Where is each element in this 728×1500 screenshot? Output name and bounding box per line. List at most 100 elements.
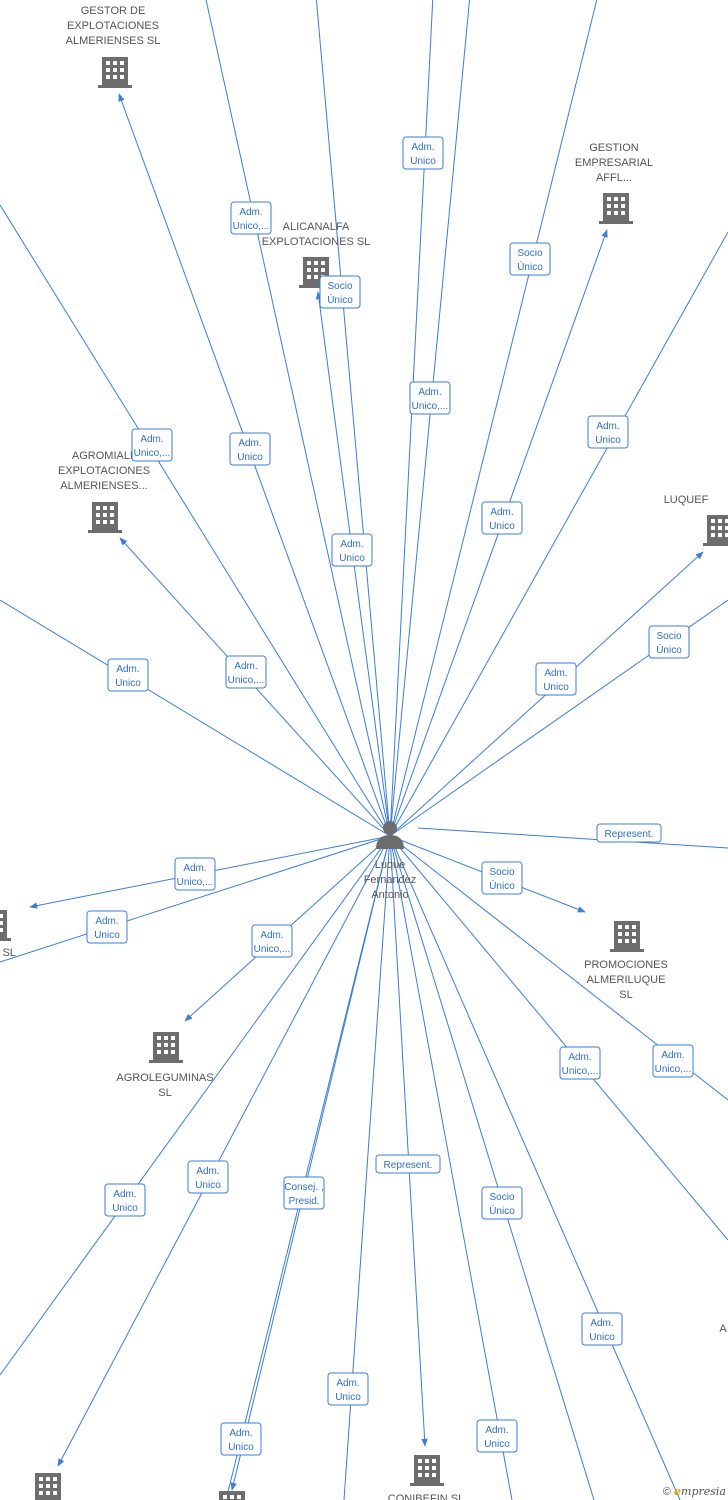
- edge-label-box: [481, 501, 523, 535]
- company-node-conibefin[interactable]: CONIBEFIN SL: [388, 1455, 464, 1500]
- edge-label-box: [283, 1176, 325, 1210]
- edge-label-text: Adm.: [113, 1189, 136, 1200]
- edge-label-e29[interactable]: Adm.Unico: [220, 1422, 262, 1456]
- edge-label-text: Adm.: [661, 1050, 684, 1061]
- edge-label-e20[interactable]: Adm.Unico,...: [559, 1046, 601, 1080]
- building-icon: [410, 1455, 444, 1486]
- edge-label-e23[interactable]: Adm.Unico: [104, 1183, 146, 1217]
- relation-edge: [0, 599, 391, 837]
- building-icon: [610, 921, 644, 952]
- person-label-line: Luque: [375, 859, 406, 871]
- edge-label-e28[interactable]: Adm. Unico: [327, 1372, 369, 1406]
- company-label-line: SL: [619, 989, 632, 1001]
- edge-label-e21[interactable]: Adm. Unico,...: [652, 1044, 694, 1078]
- edge-label-e25[interactable]: Represent.: [375, 1154, 441, 1174]
- relation-edge: [205, 0, 391, 837]
- relation-edge: [389, 0, 471, 837]
- company-node-er-sl[interactable]: ER SL: [0, 910, 16, 959]
- edge-label-e15[interactable]: Represent.: [596, 823, 662, 843]
- edge-label-text: Unico: [115, 678, 141, 689]
- building-icon: [0, 910, 11, 941]
- edge-label-text: Adm.: [590, 1318, 613, 1329]
- building-icon: [98, 57, 132, 88]
- edge-label-box: [225, 655, 267, 689]
- company-label-line: ALMERIENSES...: [60, 480, 147, 492]
- footer-credit: © empresia: [663, 1485, 726, 1498]
- company-node-luquef[interactable]: LUQUEF: [664, 494, 728, 546]
- relation-edge: [0, 835, 391, 963]
- company-node-gestion[interactable]: GESTIONEMPRESARIALAFFL...: [575, 142, 653, 224]
- edge-label-text: Único: [489, 879, 515, 892]
- edge-label-text: Adm.: [568, 1052, 591, 1063]
- edge-label-e16[interactable]: Adm.Unico,...: [174, 857, 216, 891]
- edge-label-e9[interactable]: Adm.Unico: [229, 432, 271, 466]
- edge-label-box: [509, 242, 551, 276]
- edge-label-text: Unico,...: [228, 675, 265, 686]
- edge-label-box: [319, 275, 361, 309]
- company-label-line: AFFL...: [596, 172, 632, 184]
- building-icon: [703, 515, 728, 546]
- edge-label-e2[interactable]: Adm.Unico,...: [230, 201, 272, 235]
- edge-label-e18[interactable]: Adm.Unico: [86, 910, 128, 944]
- edge-label-text: Adm.: [485, 1425, 508, 1436]
- edge-label-box: [230, 201, 272, 235]
- company-label-line: ALMERILUQUE: [587, 974, 666, 986]
- edge-label-box: [375, 1154, 441, 1174]
- edge-label-text: Socio: [656, 631, 681, 642]
- edge-label-e8[interactable]: Adm.Unico: [587, 415, 629, 449]
- edge-label-e30[interactable]: Adm.Unico: [476, 1419, 518, 1453]
- company-label-line: PROMOCIONES: [584, 959, 668, 971]
- company-node-right-a[interactable]: A: [719, 1285, 728, 1335]
- edge-label-text: Adm.: [336, 1378, 359, 1389]
- empresia-logo[interactable]: empresia: [674, 1485, 726, 1498]
- edge-label-e27[interactable]: Adm. Unico: [581, 1312, 623, 1346]
- edge-label-e12[interactable]: Adm.Unico,...: [225, 655, 267, 689]
- relation-edge: [230, 835, 391, 1491]
- edge-label-e10[interactable]: Adm.Unico: [481, 501, 523, 535]
- edge-label-e22[interactable]: Adm.Unico: [187, 1160, 229, 1194]
- relation-edge: [389, 835, 728, 1241]
- edge-label-text: Consej. ,: [284, 1182, 323, 1193]
- company-label-line: ER SL: [0, 947, 16, 959]
- edge-label-text: Adm.: [239, 207, 262, 218]
- building-icon[interactable]: [31, 1473, 65, 1500]
- edge-label-box: [251, 924, 293, 958]
- company-node-promociones[interactable]: PROMOCIONES ALMERILUQUE SL: [584, 921, 668, 1001]
- edge-label-e24[interactable]: Consej. ,Presid.: [283, 1176, 325, 1210]
- edge-label-text: Adm.: [340, 539, 363, 550]
- edge-label-text: Unico,...: [655, 1064, 692, 1075]
- edge-label-text: Adm.: [116, 664, 139, 675]
- building-icon[interactable]: [215, 1491, 249, 1500]
- edge-label-text: Unico: [335, 1392, 361, 1403]
- edge-label-e5[interactable]: Adm.Unico,...: [409, 381, 451, 415]
- company-label-line: EXPLOTACIONES SL: [262, 236, 371, 248]
- edge-label-text: Único: [656, 643, 682, 656]
- edge-label-e1[interactable]: Adm. Unico: [107, 658, 149, 692]
- edge-label-e7[interactable]: Adm.Unico: [402, 136, 444, 170]
- edge-label-text: Adm.: [229, 1428, 252, 1439]
- building-icon: [599, 193, 633, 224]
- company-label-line: GESTION: [589, 142, 639, 154]
- edge-label-e14[interactable]: Adm.Unico: [535, 662, 577, 696]
- company-node-agromiall[interactable]: AGROMIALLEXPLOTACIONESALMERIENSES...: [58, 450, 150, 533]
- building-icon: [149, 1032, 183, 1063]
- edge-label-e19[interactable]: Adm.Unico,...: [251, 924, 293, 958]
- relation-edge: [225, 835, 391, 1500]
- edge-label-text: Unico: [589, 1332, 615, 1343]
- edge-label-text: Unico,...: [134, 448, 171, 459]
- edge-label-text: Unico: [489, 521, 515, 532]
- edge-label-e6[interactable]: Adm.Unico,...: [131, 428, 173, 462]
- edge-label-text: Adm.: [596, 421, 619, 432]
- edge-label-e11[interactable]: Adm.Unico: [331, 533, 373, 567]
- relation-edge: [0, 835, 391, 1376]
- edge-label-box: [587, 415, 629, 449]
